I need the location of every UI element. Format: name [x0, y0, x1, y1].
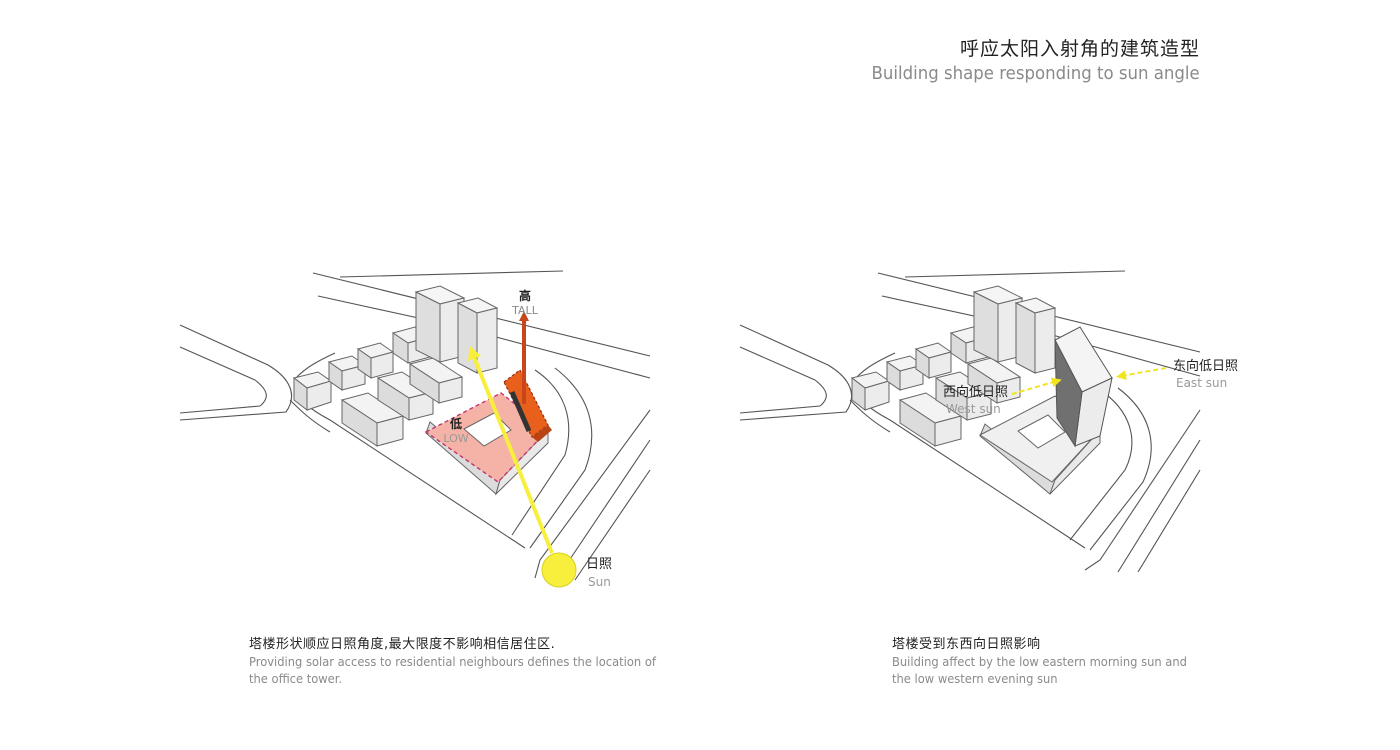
block-3 — [356, 342, 395, 379]
tall-label-zh: 高 — [519, 288, 531, 303]
caption-right: 塔楼受到东西向日照影响 Building affect by the low e… — [892, 636, 1213, 687]
block-r5 — [898, 392, 963, 447]
tall-slab-towers-right — [972, 285, 1057, 374]
right-road-lines — [739, 270, 1201, 573]
east-sun-label-zh: 东向低日照 — [1173, 358, 1238, 374]
page-title-en: Building shape responding to sun angle — [871, 63, 1200, 84]
sun-icon — [541, 552, 577, 588]
block-r2 — [885, 355, 925, 391]
caption-left-en-1: Providing solar access to residential ne… — [249, 654, 656, 669]
residential-blocks-left — [292, 326, 464, 447]
block-7 — [408, 357, 464, 404]
tall-slab-towers-left — [414, 285, 499, 374]
caption-left-zh: 塔楼形状顺应日照角度,最大限度不影响相信居住区. — [249, 637, 556, 652]
block-1 — [292, 371, 333, 412]
sun-ray — [468, 345, 554, 554]
sun-label-zh: 日照 — [586, 557, 612, 572]
sun-label-en: Sun — [588, 575, 611, 589]
low-label-en: LOW — [443, 432, 468, 445]
low-label-zh: 低 — [449, 416, 462, 431]
caption-right-en-2: the low western evening sun — [892, 671, 1058, 686]
caption-right-zh: 塔楼受到东西向日照影响 — [892, 637, 1041, 652]
caption-left: 塔楼形状顺应日照角度,最大限度不影响相信居住区. Providing solar… — [249, 636, 691, 687]
west-sun-label-zh: 西向低日照 — [943, 384, 1008, 400]
west-sun-label-en: West sun — [946, 402, 1001, 416]
page-title-zh: 呼应太阳入射角的建筑造型 — [959, 38, 1200, 60]
east-sun-label-en: East sun — [1176, 376, 1227, 390]
podium-right — [979, 395, 1101, 495]
block-r6 — [934, 371, 993, 421]
block-r1 — [850, 371, 891, 412]
residential-blocks-right — [850, 326, 1022, 447]
caption-right-en-1: Building affect by the low eastern morni… — [892, 654, 1187, 669]
east-sun-arrow — [1116, 367, 1167, 381]
shaded-west-facade — [1054, 339, 1083, 448]
tall-label-en: TALL — [511, 304, 539, 317]
block-r3 — [914, 342, 953, 379]
right-site-diagram: 东向低日照 East sun 西向低日照 West sun — [739, 270, 1238, 573]
block-6 — [376, 371, 435, 421]
block-r7 — [966, 357, 1022, 404]
left-site-diagram: 高 TALL 低 LOW 日照 Sun — [179, 270, 651, 589]
left-road-lines — [179, 270, 651, 581]
office-tower-right — [1054, 326, 1113, 448]
caption-left-en-2: the office tower. — [249, 671, 343, 686]
